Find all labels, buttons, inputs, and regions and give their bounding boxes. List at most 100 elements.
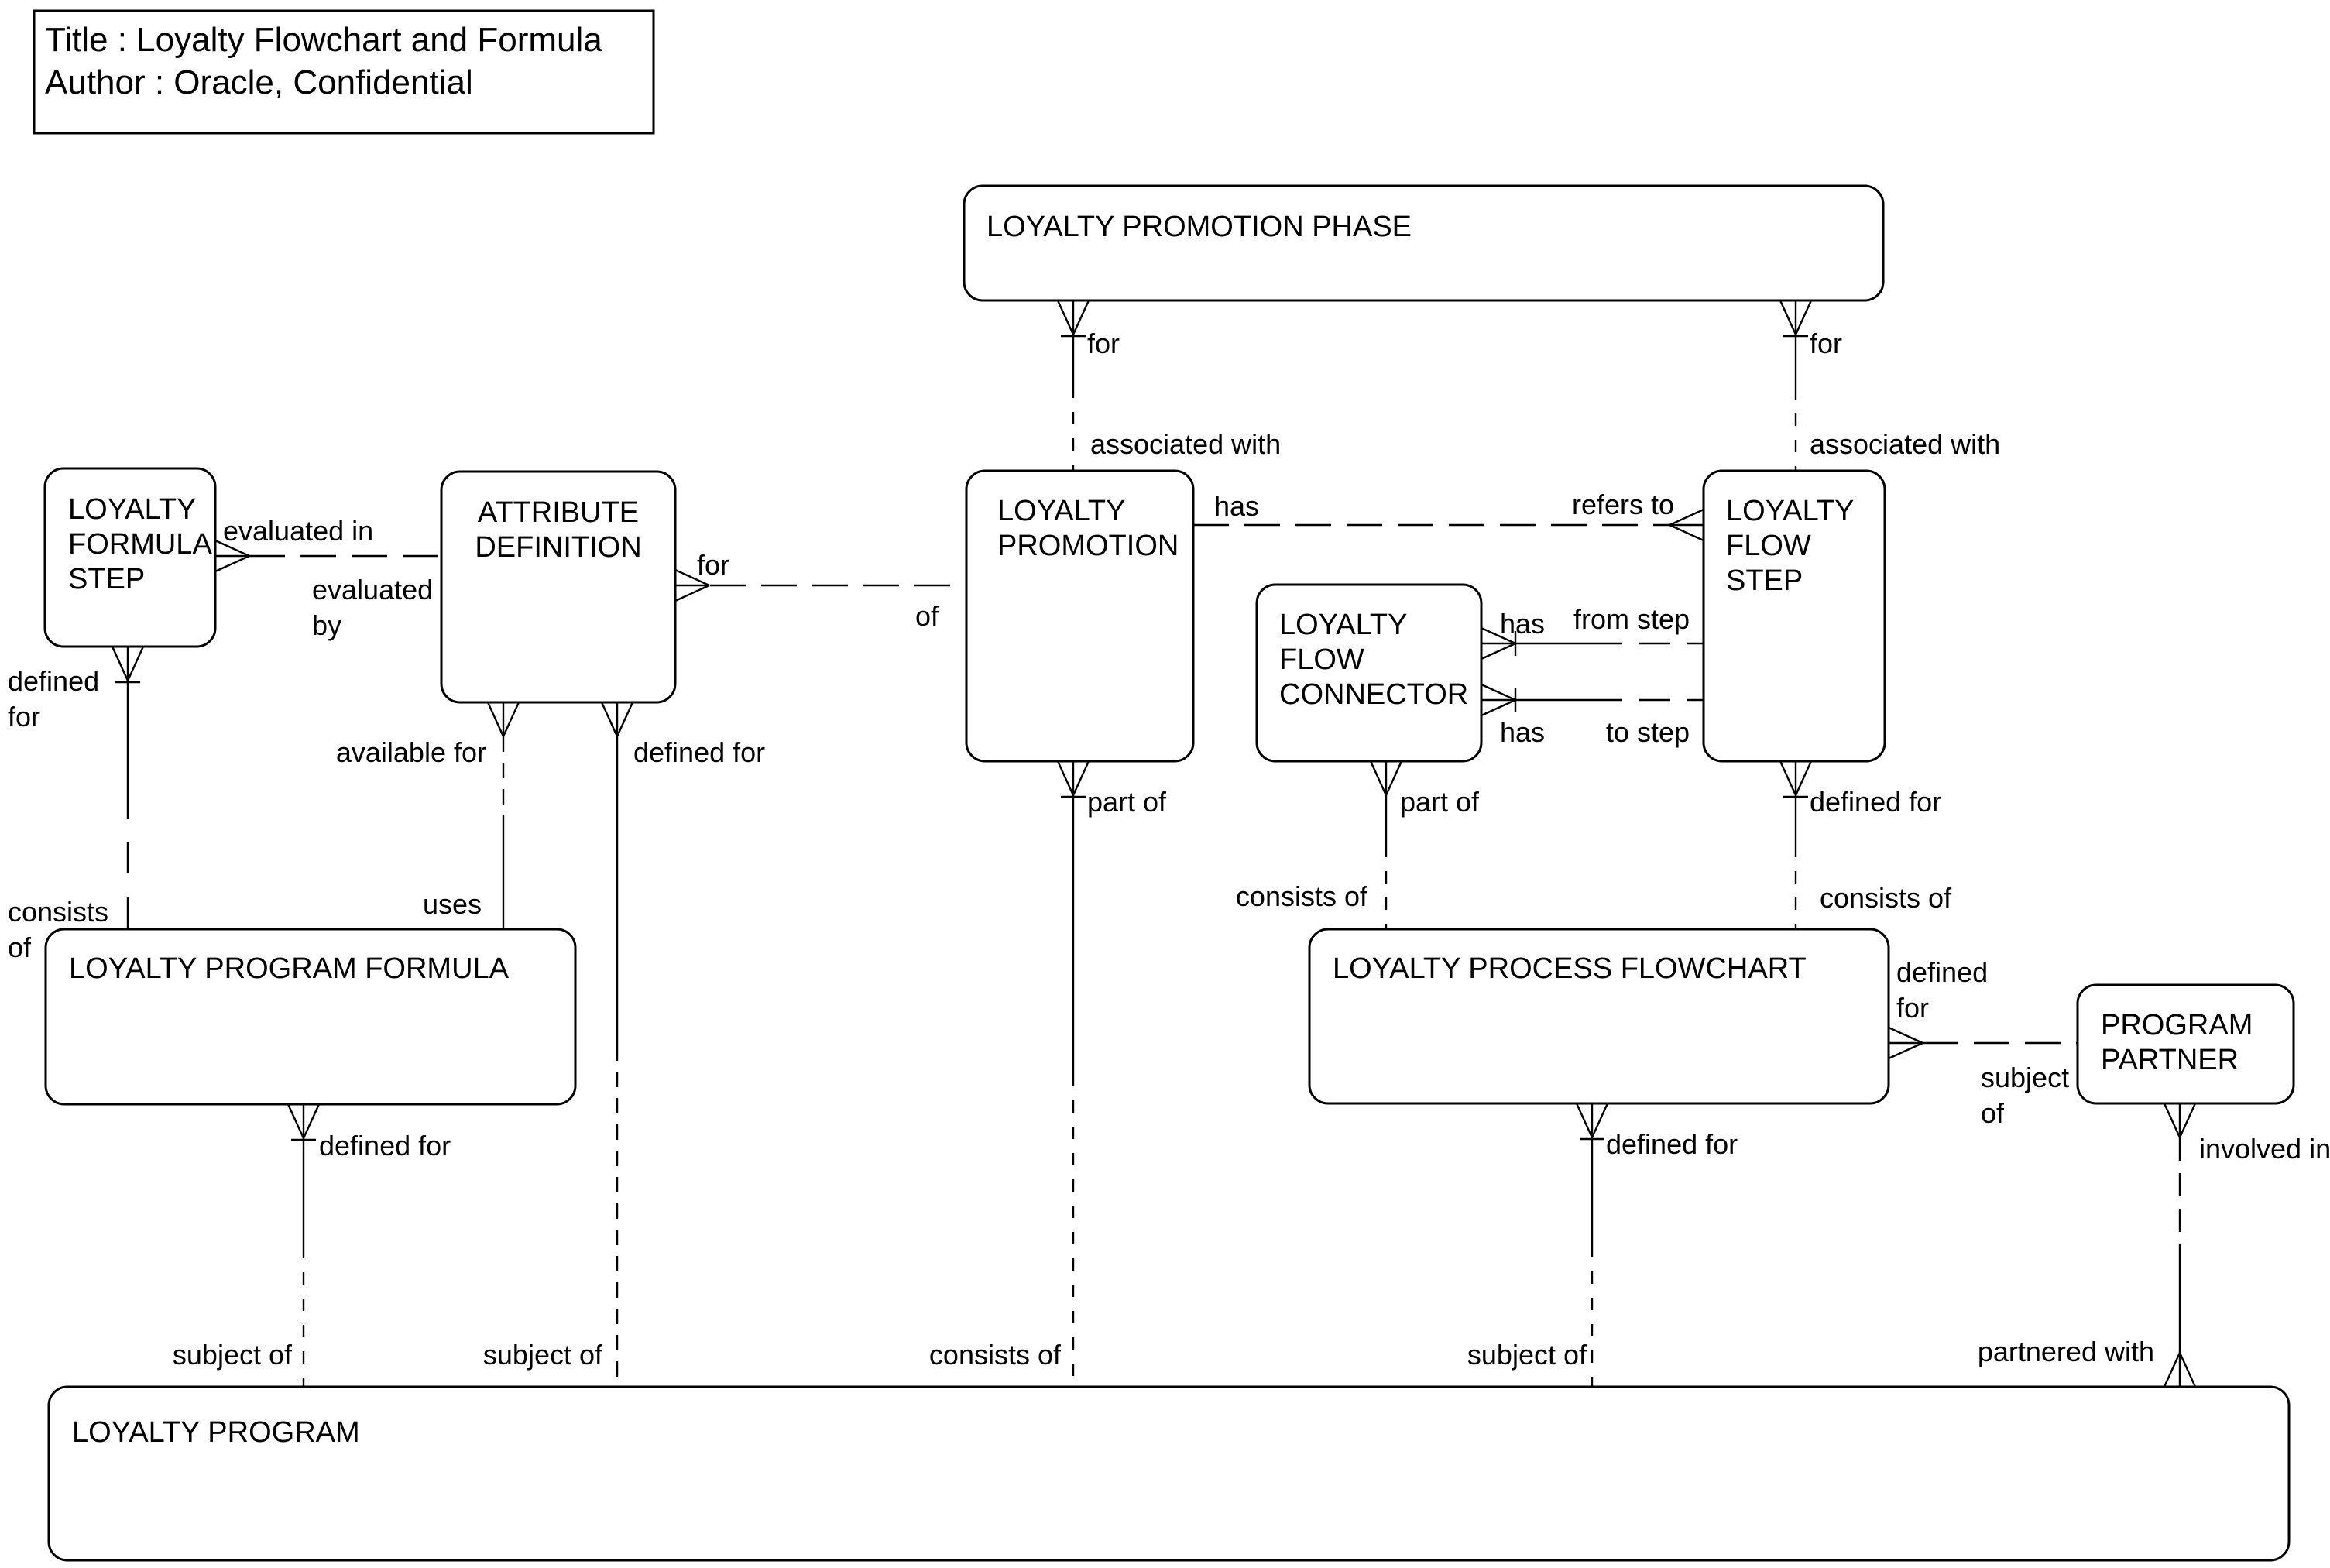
entity-label: LOYALTY PROGRAM FORMULA xyxy=(69,952,510,985)
entity-label: ATTRIBUTE xyxy=(478,496,639,529)
connector-flowchart-partner[interactable] xyxy=(1888,1026,2078,1060)
crow-foot-prong xyxy=(502,702,520,737)
entity-box xyxy=(44,928,577,1106)
relationship-label: part of xyxy=(1087,786,1167,818)
crow-foot-prong xyxy=(1888,1041,1923,1060)
entity-label: LOYALTY xyxy=(1279,609,1407,641)
entity-label: PROMOTION xyxy=(997,530,1179,562)
entity-box xyxy=(2076,983,2295,1105)
connector-programformula-program[interactable] xyxy=(287,1103,321,1387)
crow-foot-prong xyxy=(1481,642,1516,660)
relationship-label: for xyxy=(8,701,40,733)
relationship-label: consists xyxy=(8,896,108,928)
crow-foot-icon xyxy=(2163,1103,2197,1138)
crow-foot-prong xyxy=(2178,1352,2197,1388)
entity-box xyxy=(1308,928,1890,1105)
connectors-layer xyxy=(111,300,2197,1388)
entity-loyalty-promotion-phase[interactable]: LOYALTY PROMOTION PHASE xyxy=(963,184,1885,302)
connector-formulastep-attrdef[interactable] xyxy=(214,539,441,573)
crow-foot-prong xyxy=(600,702,619,737)
connector-phase-promotion[interactable] xyxy=(1056,300,1090,471)
entity-label: LOYALTY xyxy=(1726,495,1854,527)
connector-flowchart-program[interactable] xyxy=(1575,1103,1609,1387)
connector-attrdef-program[interactable] xyxy=(600,702,634,1387)
relationship-label: for xyxy=(1087,328,1120,359)
crow-foot-icon xyxy=(287,1103,321,1139)
connector-attrdef-programformula[interactable] xyxy=(486,702,520,929)
crow-foot-icon xyxy=(214,539,250,573)
relationship-label: defined xyxy=(8,665,99,697)
relationship-label: by xyxy=(312,609,341,641)
entity-loyalty-program[interactable]: LOYALTY PROGRAM xyxy=(47,1385,2291,1562)
crow-foot-prong xyxy=(287,1103,305,1139)
relationship-label: part of xyxy=(1400,786,1480,818)
crow-foot-prong xyxy=(674,568,710,587)
relationship-label: has xyxy=(1500,608,1545,640)
connector-formulastep-programformula[interactable] xyxy=(111,646,145,929)
entity-box xyxy=(440,470,677,704)
entity-label: STEP xyxy=(68,563,145,595)
crow-foot-prong xyxy=(1888,1026,1923,1045)
crow-foot-prong xyxy=(1591,1103,1609,1138)
crow-foot-icon xyxy=(1369,760,1403,796)
relationship-label: subject of xyxy=(483,1339,603,1371)
crow-foot-prong xyxy=(1072,760,1090,796)
entity-label: DEFINITION xyxy=(475,531,641,564)
crow-foot-prong xyxy=(111,646,129,681)
crow-foot-prong xyxy=(1056,300,1075,335)
crow-foot-icon xyxy=(111,646,145,681)
relationship-label: subject of xyxy=(173,1339,293,1371)
relationship-label: from step xyxy=(1573,603,1690,635)
connector-attrdef-promotion[interactable] xyxy=(674,568,966,602)
connector-connector-flowchart[interactable] xyxy=(1369,760,1403,929)
connector-flowstep-flowchart[interactable] xyxy=(1779,760,1813,929)
relationship-label: available for xyxy=(336,736,486,768)
crow-foot-icon xyxy=(2163,1352,2197,1388)
connector-partner-program[interactable] xyxy=(2163,1103,2197,1388)
entity-box xyxy=(963,184,1885,302)
relationship-label: has xyxy=(1500,716,1545,748)
title-text: Title : Loyalty Flowchart and Formula xyxy=(45,21,602,59)
crow-foot-prong xyxy=(1481,626,1516,645)
relationship-label: has xyxy=(1214,490,1259,522)
relationship-label: defined xyxy=(1896,956,1988,988)
connector-connector-fromstep[interactable] xyxy=(1481,626,1704,660)
crow-foot-prong xyxy=(1779,760,1797,796)
entity-label: STEP xyxy=(1726,564,1803,597)
crow-foot-icon xyxy=(486,702,520,737)
crow-foot-prong xyxy=(674,584,710,602)
connector-connector-tostep[interactable] xyxy=(1481,683,1704,717)
entity-box xyxy=(43,467,217,648)
entity-label: CONNECTOR xyxy=(1279,678,1468,711)
connector-promotion-program[interactable] xyxy=(1056,760,1090,1387)
crow-foot-prong xyxy=(486,702,505,737)
relationship-label: consists of xyxy=(1236,880,1368,912)
relationship-label: evaluated xyxy=(312,574,433,606)
crow-foot-prong xyxy=(1369,760,1388,796)
crow-foot-icon xyxy=(1779,760,1813,796)
entity-loyalty-program-formula[interactable]: LOYALTY PROGRAM FORMULA xyxy=(44,928,577,1106)
relationship-label: of xyxy=(8,932,32,963)
entity-loyalty-process-flowchart[interactable]: LOYALTY PROCESS FLOWCHART xyxy=(1308,928,1890,1105)
relationship-label: defined for xyxy=(319,1130,451,1161)
relationship-label: for xyxy=(1810,328,1842,359)
connector-phase-flowstep[interactable] xyxy=(1779,300,1813,471)
relationship-label: of xyxy=(1981,1097,2005,1129)
crow-foot-icon xyxy=(1481,683,1516,717)
relationship-label: partnered with xyxy=(1978,1336,2154,1367)
relationship-label: subject xyxy=(1981,1062,2069,1093)
entity-label: LOYALTY PROMOTION PHASE xyxy=(987,211,1412,243)
crow-foot-icon xyxy=(1779,300,1813,335)
relationship-label: subject of xyxy=(1467,1339,1587,1371)
connector-promotion-flowstep[interactable] xyxy=(1193,508,1704,542)
entity-label: FLOW xyxy=(1279,643,1364,676)
